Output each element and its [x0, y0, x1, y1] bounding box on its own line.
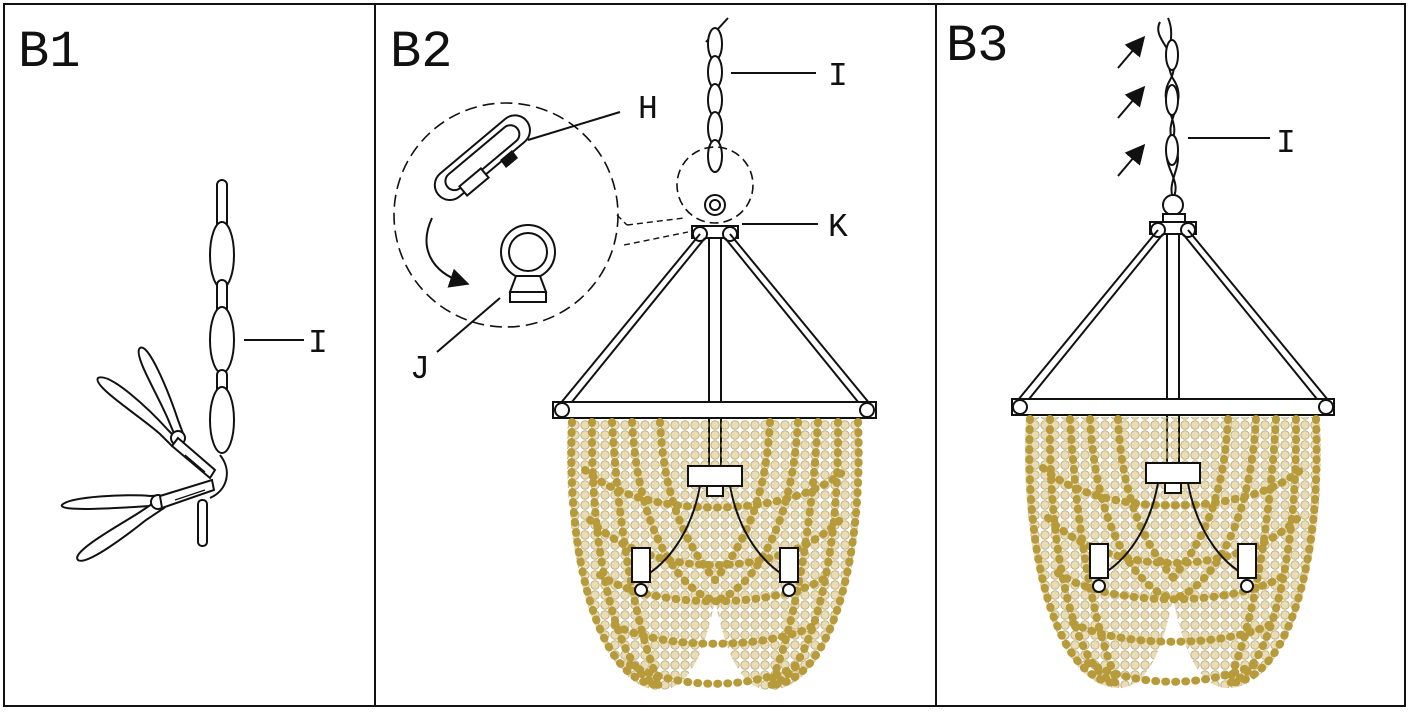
panel-b3: B3 I — [946, 17, 1335, 688]
arrow-icon — [1117, 35, 1146, 177]
chandelier-icon — [552, 194, 877, 690]
detail-circle — [393, 102, 754, 328]
callout-label-h: H — [638, 91, 658, 128]
chain-icon — [1157, 17, 1180, 206]
callout-label-i-b1: I — [308, 325, 328, 362]
loop-eye-icon — [500, 224, 556, 303]
pliers-icon — [60, 346, 217, 562]
arrow-icon — [425, 217, 470, 288]
callout-label-k: K — [828, 209, 848, 246]
panel-b1: B1 I — [18, 23, 328, 562]
panel-title-b1: B1 — [18, 23, 80, 82]
panel-b2: B2 I H — [390, 17, 877, 690]
callout-label-i-b2: I — [828, 58, 848, 95]
callout-label-j: J — [410, 351, 430, 388]
panel-title-b2: B2 — [390, 23, 452, 82]
chain-icon — [197, 179, 235, 547]
panel-title-b3: B3 — [946, 17, 1008, 76]
quick-link-icon — [433, 114, 531, 201]
panel-frames — [3, 3, 1406, 707]
callout-label-i-b3: I — [1276, 125, 1296, 162]
chain-icon — [705, 17, 729, 173]
chandelier-icon — [1011, 194, 1335, 688]
